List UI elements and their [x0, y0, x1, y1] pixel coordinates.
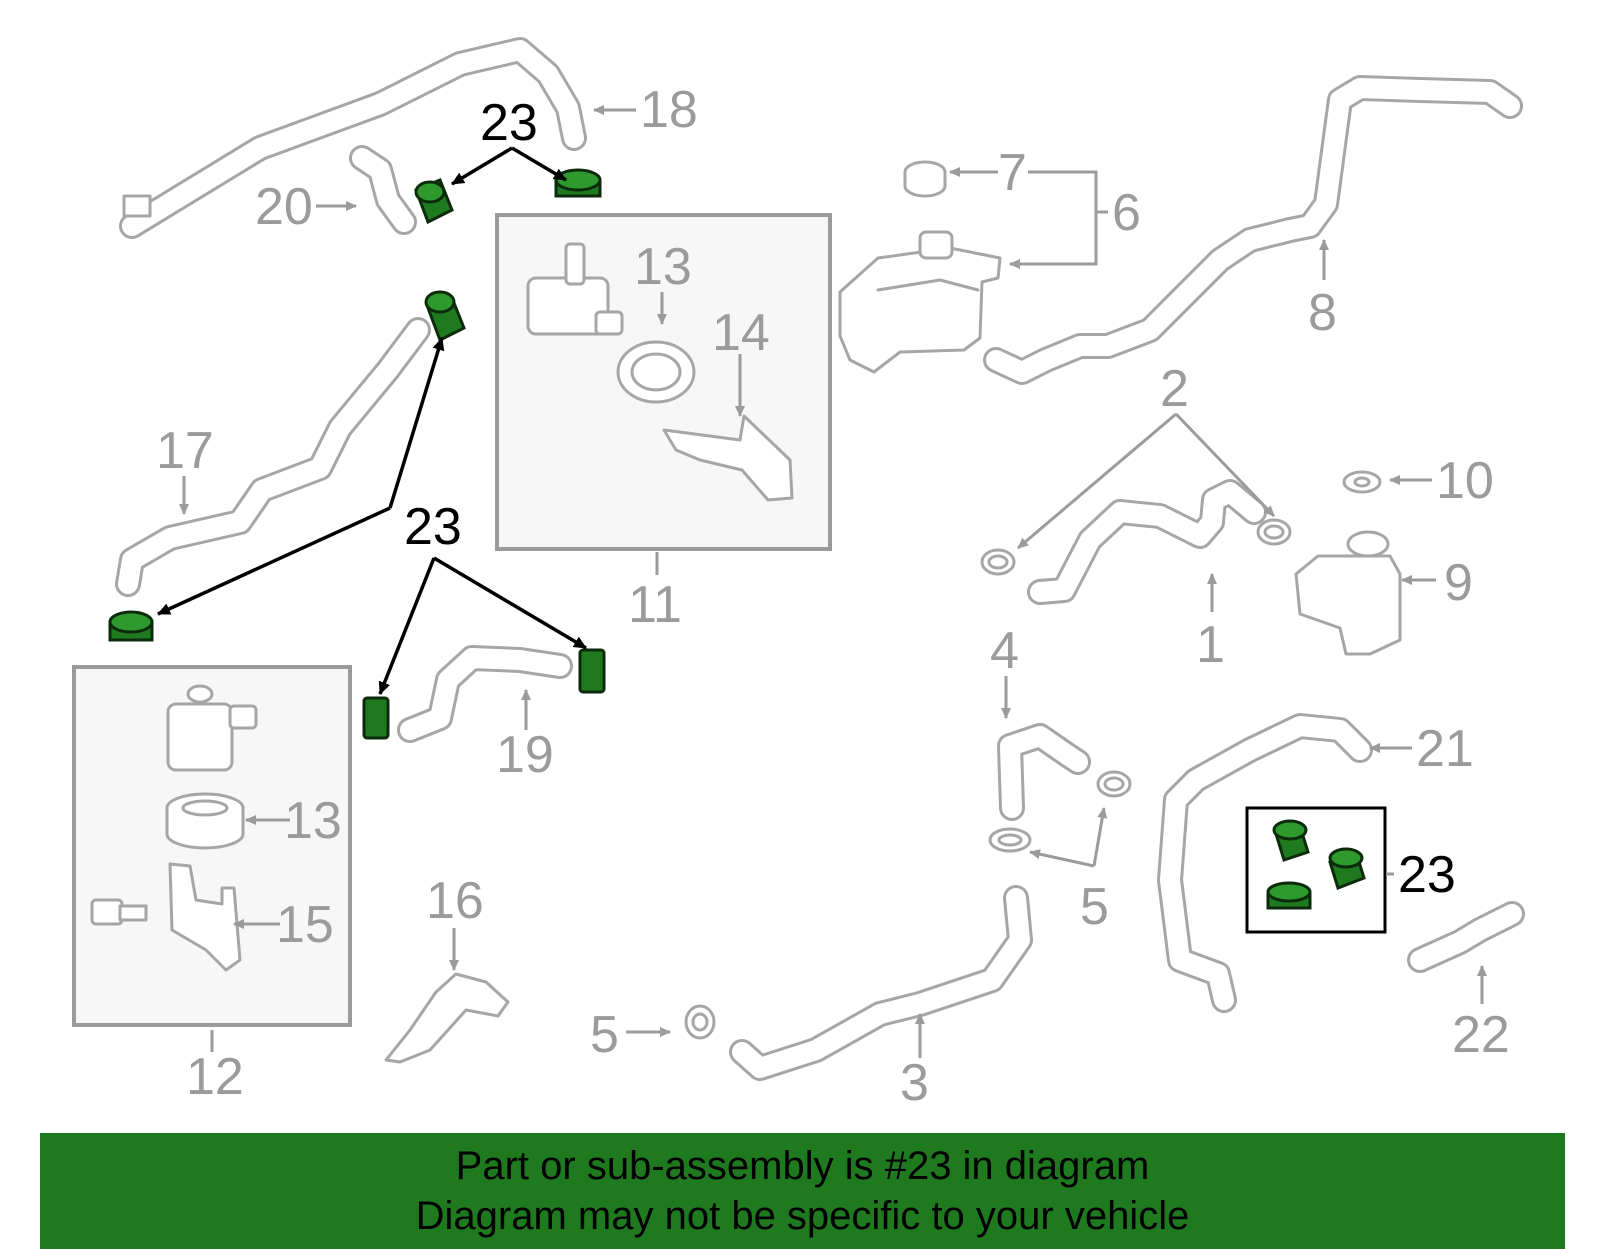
clamp-23-b[interactable] — [554, 168, 602, 198]
clamp-23-d[interactable] — [108, 610, 154, 642]
callout-8: 8 — [1308, 284, 1337, 342]
callout-23c: 23 — [1398, 846, 1456, 904]
clamp-23-e[interactable] — [362, 696, 390, 740]
callout-13b: 13 — [284, 792, 342, 850]
part-20-hose — [349, 145, 417, 235]
callout-10: 10 — [1436, 452, 1494, 510]
part-6-reservoir — [838, 230, 1002, 374]
clamp-23-kit-2[interactable] — [1328, 847, 1366, 890]
leader-lines-23 — [157, 146, 587, 695]
callout-3: 3 — [900, 1054, 929, 1112]
part-5-clamp-c — [684, 1004, 716, 1040]
part-4-hose — [997, 723, 1091, 821]
part-19-hose — [397, 645, 573, 743]
callout-7: 7 — [998, 144, 1027, 202]
part-2-clamp-a — [980, 548, 1016, 576]
part-bolt — [90, 898, 148, 926]
callout-9: 9 — [1444, 554, 1473, 612]
callout-12: 12 — [186, 1048, 244, 1106]
callout-15: 15 — [276, 896, 334, 954]
callout-23b: 23 — [404, 498, 462, 556]
leader-lines — [179, 105, 1487, 1058]
callout-22: 22 — [1452, 1006, 1510, 1064]
callout-17: 17 — [156, 422, 214, 480]
banner-line-1: Part or sub-assembly is #23 in diagram — [455, 1144, 1150, 1188]
part-pump-11 — [526, 242, 624, 336]
callout-5a: 5 — [1080, 878, 1109, 936]
part-2-clamp-b — [1256, 518, 1292, 546]
callout-5b: 5 — [590, 1006, 619, 1064]
box-23-kit — [1245, 806, 1387, 934]
clamp-23-kit-3[interactable] — [1266, 881, 1312, 910]
part-22-hose — [1407, 901, 1525, 973]
part-5-clamp-b — [988, 827, 1032, 853]
callout-4: 4 — [990, 622, 1019, 680]
part-9-pump — [1294, 530, 1402, 656]
callout-18: 18 — [640, 81, 698, 139]
callout-13a: 13 — [634, 238, 692, 296]
part-13-ring-b — [165, 792, 245, 850]
part-pump-12 — [166, 684, 258, 772]
part-5-clamp-a — [1096, 770, 1132, 798]
part-10-seal — [1342, 470, 1382, 494]
callout-6: 6 — [1112, 184, 1141, 242]
part-16-bracket — [384, 972, 510, 1064]
part-14-bracket — [662, 414, 794, 502]
part-18-pipe — [119, 37, 587, 239]
callout-2: 2 — [1160, 360, 1189, 418]
callout-21: 21 — [1416, 720, 1474, 778]
banner-line-2: Diagram may not be specific to your vehi… — [415, 1194, 1190, 1238]
part-21-hose — [1157, 713, 1373, 1013]
part-13-ring-a — [616, 340, 696, 404]
clamp-23-c[interactable] — [424, 290, 466, 343]
info-banner: Part or sub-assembly is #23 in diagram D… — [40, 1133, 1565, 1249]
part-15-bracket — [168, 862, 242, 972]
callout-20: 20 — [255, 178, 313, 236]
callout-11: 11 — [628, 576, 682, 634]
part-7-cap — [903, 160, 947, 198]
part-1-hose — [1027, 479, 1267, 605]
clamp-23-f[interactable] — [578, 648, 606, 694]
callout-16: 16 — [426, 872, 484, 930]
callout-14: 14 — [712, 304, 770, 362]
part-8-line — [983, 75, 1523, 385]
callout-23a: 23 — [480, 94, 538, 152]
part-3-hose — [729, 885, 1033, 1081]
part-17-hose — [115, 317, 431, 597]
callouts: 18 20 13 14 17 11 7 6 8 2 10 9 1 4 19 21… — [156, 81, 1510, 1112]
callout-1: 1 — [1196, 616, 1225, 674]
clamp-23-kit-1[interactable] — [1272, 819, 1310, 862]
clamp-23-a[interactable] — [414, 178, 454, 225]
callout-19: 19 — [496, 726, 554, 784]
